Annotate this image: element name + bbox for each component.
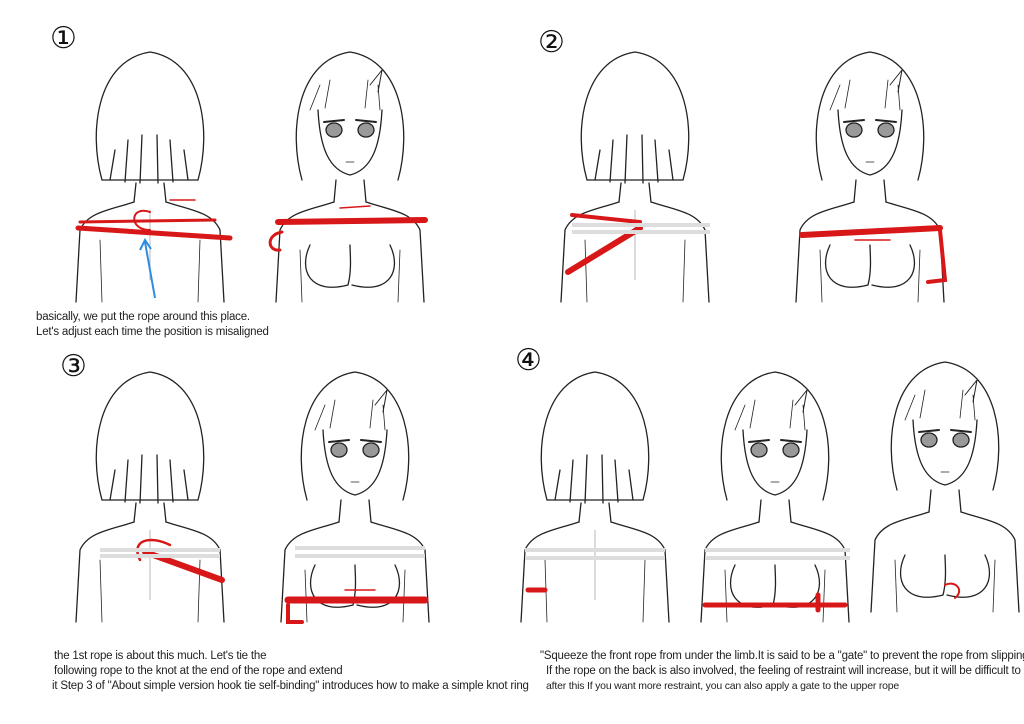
step-3-number: ③ [60, 349, 87, 384]
figure-front-step3 [281, 372, 429, 622]
step-2-number: ② [538, 25, 565, 60]
blue-arrow [144, 241, 156, 299]
caption-step1-line1: basically, we put the rope around this p… [36, 311, 250, 323]
figure-front-step2 [796, 52, 944, 302]
step-1-number: ① [50, 21, 77, 56]
caption-step4-line1: "Squeeze the front rope from under the l… [540, 650, 1024, 662]
figure-side-step4 [871, 362, 1019, 612]
caption-step4-line3: after this If you want more restraint, y… [546, 680, 900, 692]
white-ropes [100, 223, 850, 560]
figure-back-step4 [521, 372, 669, 622]
figure-front-step1 [276, 52, 424, 302]
ropes [75, 199, 961, 624]
figure-front-step4 [701, 372, 849, 622]
caption-step4-line2: If the rope on the back is also involved… [546, 665, 1024, 677]
caption-step3-line2: following rope to the knot at the end of… [54, 665, 343, 677]
blue-arrow-head [139, 238, 152, 251]
step-4-number: ④ [515, 343, 542, 378]
figure-back-step3 [76, 372, 224, 622]
caption-step3-line1: the 1st rope is about this much. Let's t… [54, 650, 267, 662]
caption-step3-line3: it Step 3 of "About simple version hook … [52, 680, 529, 692]
caption-step1-line2: Let's adjust each time the position is m… [36, 326, 269, 338]
